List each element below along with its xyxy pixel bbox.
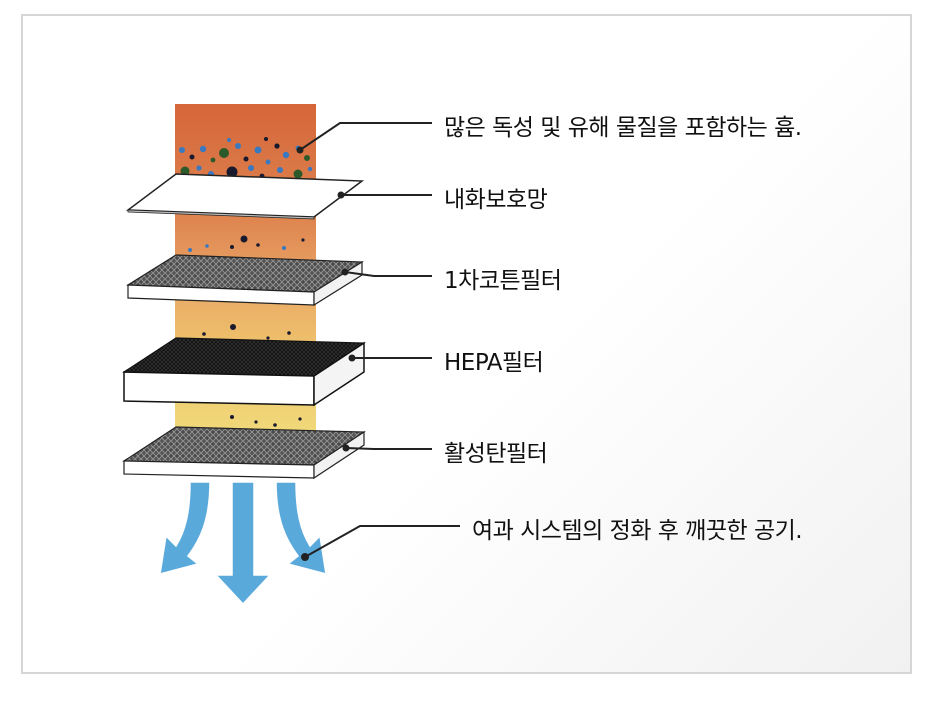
leader-lines — [296, 122, 460, 561]
particles-layer-2 — [188, 235, 305, 252]
particles-layer-4 — [230, 415, 302, 427]
label-carbon-filter: 활성탄필터 — [444, 441, 548, 467]
cotton-filter-layer — [126, 254, 364, 307]
label-cotton-filter: 1차코튼필터 — [444, 268, 562, 294]
label-clean-air: 여과 시스템의 정화 후 깨끗한 공기. — [472, 518, 803, 544]
particles-layer-3 — [202, 324, 291, 340]
label-fire-mesh: 내화보호망 — [444, 187, 548, 213]
fire-protection-mesh — [125, 173, 365, 220]
label-hepa-filter: HEPA필터 — [444, 350, 544, 376]
hepa-filter-layer — [122, 337, 366, 407]
carbon-filter-layer — [122, 426, 366, 480]
clean-air-arrows — [159, 481, 327, 606]
label-smoke: 많은 독성 및 유해 물질을 포함하는 흄. — [444, 115, 802, 141]
